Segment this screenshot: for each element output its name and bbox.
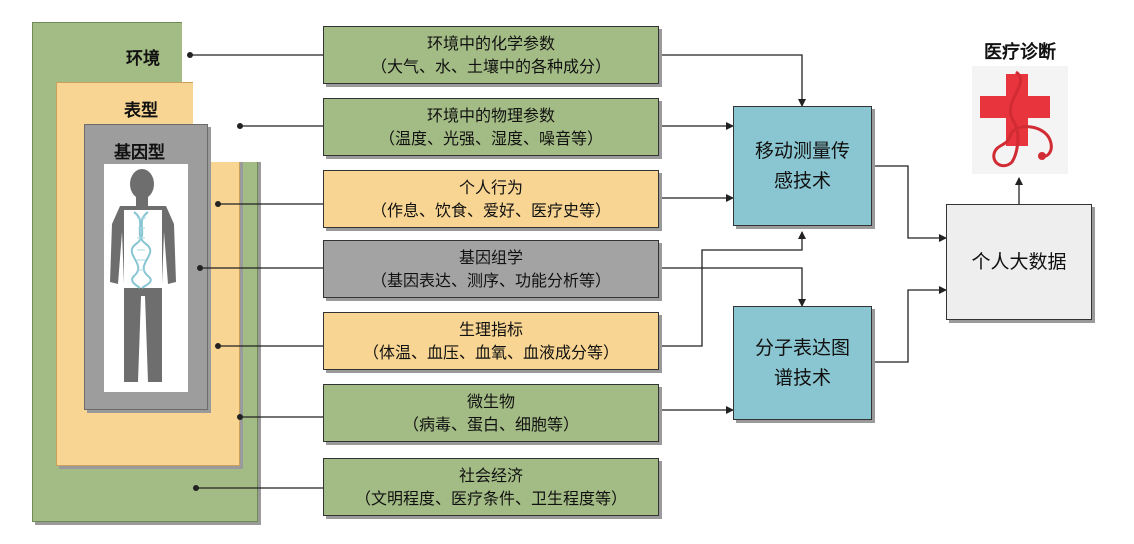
connector-dot xyxy=(197,265,203,271)
factor-title: 环境中的化学参数 xyxy=(426,34,555,53)
factor-socioeconomic: 社会经济 （文明程度、医疗条件、卫生程度等） xyxy=(323,458,659,516)
factor-genomics: 基因组学 （基因表达、测序、功能分析等） xyxy=(323,240,659,298)
big-data-label: 个人大数据 xyxy=(971,250,1067,273)
red-cross-stethoscope-icon xyxy=(972,66,1068,174)
factor-title: 环境中的物理参数 xyxy=(426,106,555,125)
genotype-label: 基因型 xyxy=(114,143,165,163)
tech-mobile-sensing: 移动测量传 感技术 xyxy=(733,106,872,226)
tech-line: 分子表达图 xyxy=(754,337,850,359)
personal-big-data: 个人大数据 xyxy=(946,204,1092,320)
factor-detail: （病毒、蛋白、细胞等） xyxy=(402,415,579,434)
factor-detail: （作息、饮食、爱好、医疗史等） xyxy=(370,201,611,220)
connector-dot xyxy=(215,201,221,207)
connector-dot xyxy=(193,485,199,491)
factor-chemical: 环境中的化学参数 （大气、水、土壤中的各种成分） xyxy=(323,26,659,84)
factor-detail: （文明程度、医疗条件、卫生程度等） xyxy=(354,489,627,508)
environment-layer-notch xyxy=(182,22,282,90)
factor-microbes: 微生物 （病毒、蛋白、细胞等） xyxy=(323,384,659,442)
connector-dot xyxy=(237,414,243,420)
phenotype-label: 表型 xyxy=(124,101,158,121)
factor-title: 社会经济 xyxy=(458,466,523,485)
factor-behavior: 个人行为 （作息、饮食、爱好、医疗史等） xyxy=(323,170,659,228)
tech-line: 感技术 xyxy=(773,170,831,192)
factor-detail: （温度、光强、湿度、噪音等） xyxy=(378,129,603,148)
factor-title: 基因组学 xyxy=(458,248,523,267)
factor-detail: （大气、水、土壤中的各种成分） xyxy=(370,57,611,76)
factor-title: 个人行为 xyxy=(458,178,523,197)
human-figure-icon xyxy=(110,169,176,382)
connector-dot xyxy=(187,52,193,58)
factor-title: 生理指标 xyxy=(458,320,523,339)
tech-molecular-profiling: 分子表达图 谱技术 xyxy=(733,306,872,420)
environment-label: 环境 xyxy=(126,49,160,69)
connector-dot xyxy=(237,123,243,129)
tech-line: 谱技术 xyxy=(773,367,831,389)
factor-detail: （体温、血压、血氧、血液成分等） xyxy=(362,343,619,362)
factor-physical: 环境中的物理参数 （温度、光强、湿度、噪音等） xyxy=(323,98,659,156)
diagnosis-title: 医疗诊断 xyxy=(984,42,1056,63)
factor-physiological: 生理指标 （体温、血压、血氧、血液成分等） xyxy=(323,312,659,370)
factor-title: 微生物 xyxy=(466,392,515,411)
tech-line: 移动测量传 xyxy=(754,140,850,162)
connector-dot xyxy=(215,343,221,349)
factor-detail: （基因表达、测序、功能分析等） xyxy=(370,271,611,290)
